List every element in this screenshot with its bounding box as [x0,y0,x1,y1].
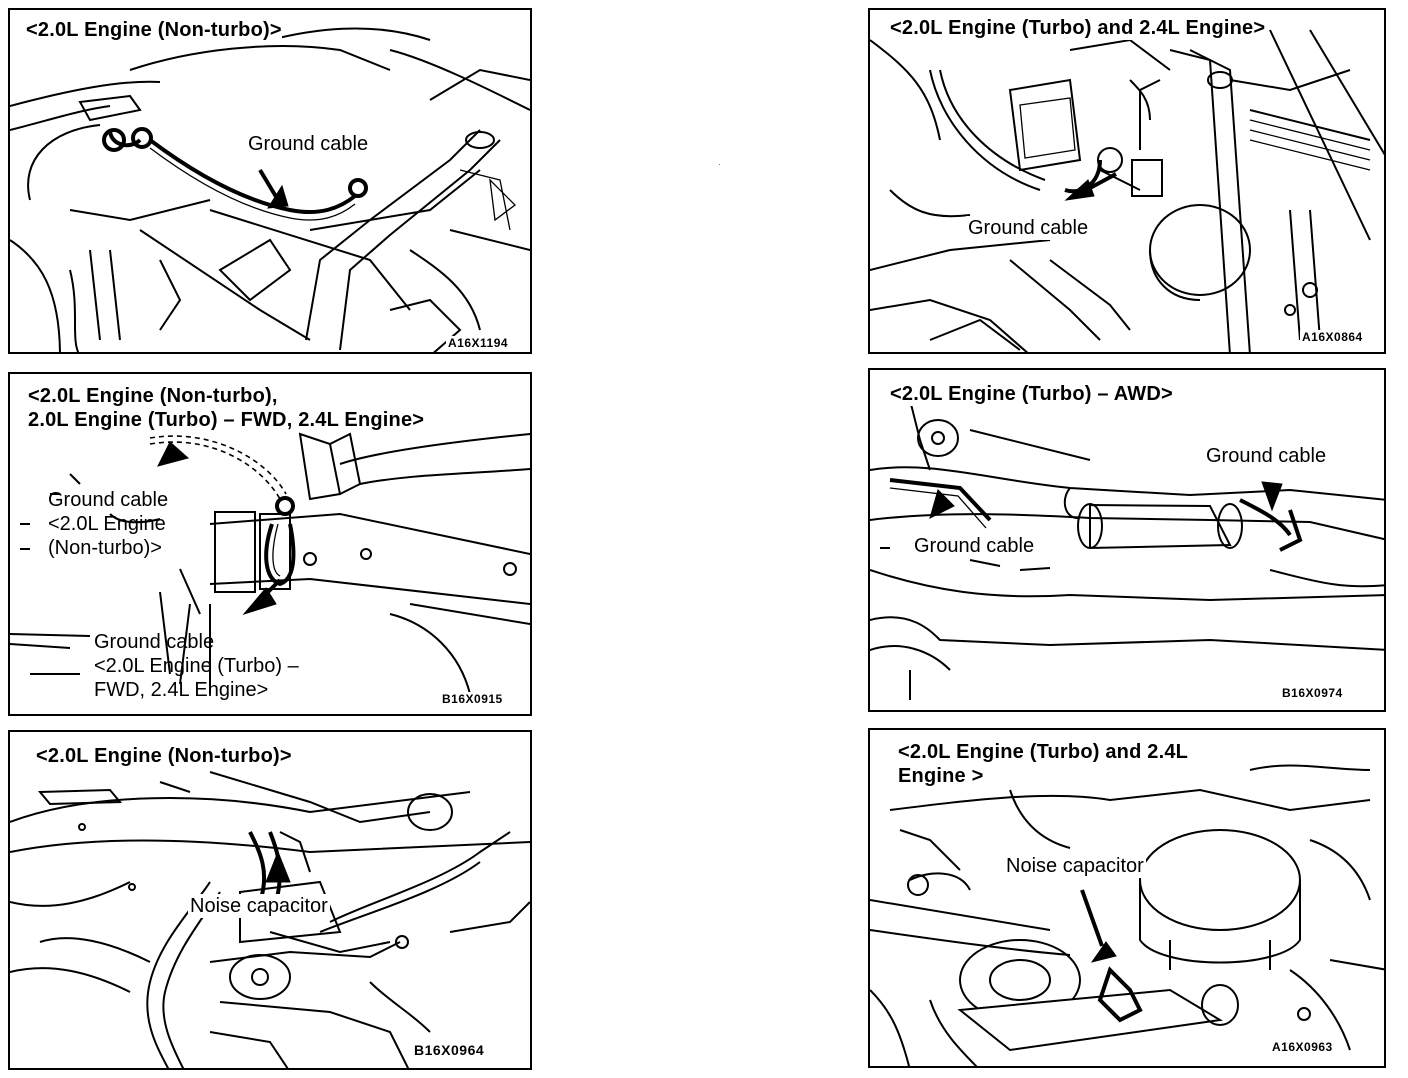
panel-2-0l-turbo-2-4l-noise-capacitor: <2.0L Engine (Turbo) and 2.4L Engine > N… [868,728,1386,1068]
callout-ground-cable: Ground cable [966,216,1091,240]
engine-illustration [10,771,530,1068]
callout-ground-cable: Ground cable [246,132,371,156]
panel-2-0l-non-turbo-noise-capacitor: <2.0L Engine (Non-turbo)> Noise capacito… [8,730,532,1070]
panel-title: <2.0L Engine (Turbo) and 2.4L Engine > [898,740,1189,788]
panel-2-0l-turbo-awd-ground-cable: <2.0L Engine (Turbo) – AWD> Ground cable… [868,368,1386,712]
chassis-illustration [10,432,530,695]
callout-ground-cable-turbo-fwd: Ground cable <2.0L Engine (Turbo) – FWD,… [94,631,299,701]
engine-illustration [10,27,530,352]
panel-title: <2.0L Engine (Turbo) – AWD> [890,382,1173,406]
figure-code: B16X0964 [412,1042,487,1058]
callout-noise-capacitor: Noise capacitor [1004,854,1146,878]
figure-code: B16X0915 [440,692,505,706]
callout-ground-cable-left: Ground cable [912,534,1037,558]
figure-code: A16X0963 [1270,1040,1335,1054]
panel-title: <2.0L Engine (Turbo) and 2.4L Engine> [890,16,1266,40]
engine-illustration [870,764,1384,1066]
engine-illustration [870,29,1384,352]
panel-2-0l-turbo-2-4l-ground-cable: <2.0L Engine (Turbo) and 2.4L Engine> Gr… [868,8,1386,354]
figure-code: A16X1194 [446,336,511,350]
stray-dot [719,164,720,165]
panel-2-0l-non-turbo-turbo-fwd-2-4l-ground-cable: <2.0L Engine (Non-turbo), 2.0L Engine (T… [8,372,532,716]
figure-code: B16X0974 [1280,686,1345,700]
callout-noise-capacitor: Noise capacitor [188,894,330,918]
panel-2-0l-non-turbo-ground-cable: <2.0L Engine (Non-turbo)> Ground cable A… [8,8,532,354]
exhaust-illustration [870,399,1384,700]
callout-ground-cable-non-turbo: Ground cable <2.0L Engine (Non-turbo)> [48,489,169,559]
panel-title: <2.0L Engine (Non-turbo)> [36,744,292,768]
panel-title: <2.0L Engine (Non-turbo), 2.0L Engine (T… [28,384,425,432]
panel-title: <2.0L Engine (Non-turbo)> [26,18,282,42]
figure-code: A16X0864 [1300,330,1365,344]
callout-ground-cable-right: Ground cable [1204,444,1329,468]
